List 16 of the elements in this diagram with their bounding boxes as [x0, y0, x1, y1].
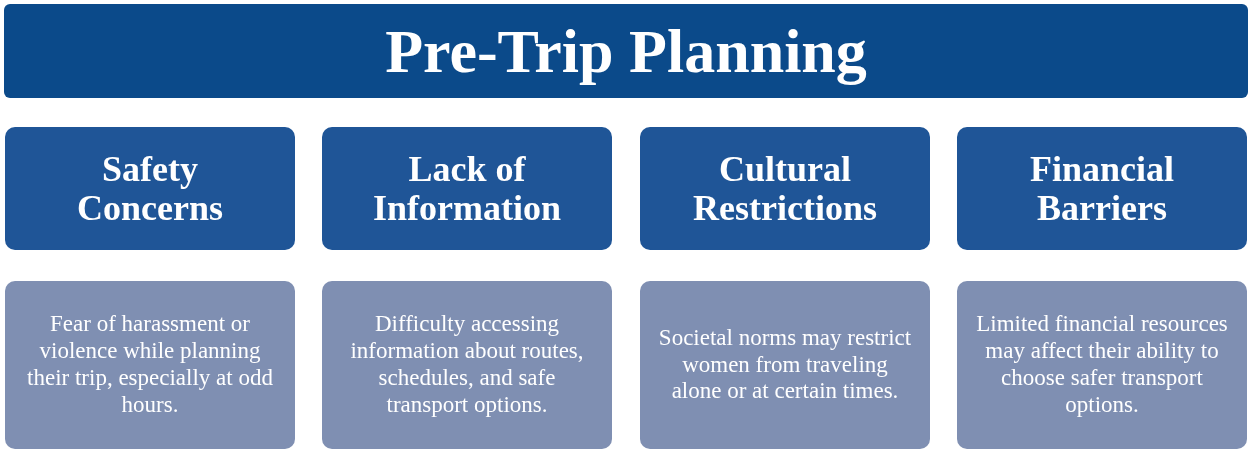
description-text: Limited financial resources may affect their ability to choose safer transport options.: [975, 311, 1229, 419]
category-heading: Cultural Restrictions: [692, 149, 878, 228]
description-box: [322, 281, 612, 449]
category-heading: Financial Barriers: [1029, 149, 1175, 228]
category-heading: Safety Concerns: [76, 149, 224, 228]
description-text: Difficulty accessing information about routes, schedules, and safe transport options.: [349, 311, 585, 419]
description-text: Fear of harassment or violence while planning their trip, especially at odd hours.: [26, 311, 274, 419]
description-text: Societal norms may restrict women from traveling alone or at certain times.: [658, 324, 912, 406]
category-heading: Lack of Information: [372, 149, 562, 228]
description-box: [640, 281, 930, 449]
category-box: [322, 127, 612, 250]
description-box: [5, 281, 295, 449]
category-box: [5, 127, 295, 250]
description-box: [957, 281, 1247, 449]
category-box: [957, 127, 1247, 250]
category-box: [640, 127, 930, 250]
